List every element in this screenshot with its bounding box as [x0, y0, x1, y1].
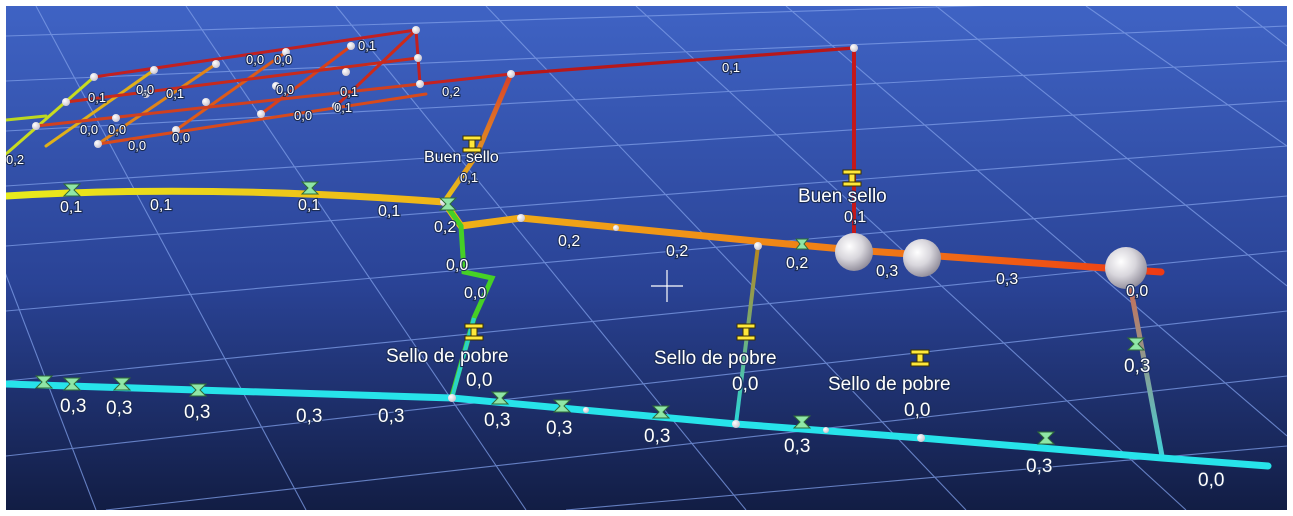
- junction-sphere-icon[interactable]: [903, 239, 941, 277]
- valve-icon[interactable]: [736, 323, 756, 341]
- sprinkler-head-icon[interactable]: [188, 383, 208, 397]
- pipe-value-label: 0,0: [1126, 283, 1148, 300]
- pipe-value-label: 0,3: [1026, 456, 1052, 477]
- pipe-value-label: 0,1: [844, 209, 866, 226]
- sprinkler-heads[interactable]: [34, 181, 1146, 445]
- poor-seal-label: Sello de pobre: [386, 346, 509, 367]
- sprinkler-head-icon[interactable]: [794, 238, 810, 250]
- junction-sphere-icon[interactable]: [1105, 247, 1147, 289]
- poor-seal-label: Sello de pobre: [654, 348, 777, 369]
- sprinkler-head-icon[interactable]: [112, 377, 132, 391]
- pipe-value-label: 0,0: [464, 285, 486, 302]
- pipe-value-label: 0,0: [80, 122, 98, 137]
- seal-valves[interactable]: [462, 135, 930, 367]
- pipe-value-label: 0,1: [60, 199, 82, 216]
- pipe-value-label: 0,3: [546, 418, 572, 439]
- valve-icon[interactable]: [842, 169, 862, 187]
- pipe-value-label: 0,0: [446, 257, 468, 274]
- pipe-value-label: 0,2: [558, 233, 580, 250]
- pipe-value-label: 0,0: [1198, 470, 1224, 491]
- pipe-value-label: 0,1: [340, 84, 358, 99]
- pipe-value-label: 0,0: [466, 370, 492, 391]
- pipe-value-label: 0,0: [246, 52, 264, 67]
- pipe-value-label: 0,2: [434, 219, 456, 236]
- sprinkler-head-icon[interactable]: [651, 405, 671, 419]
- pipe-value-label: 0,2: [6, 152, 24, 167]
- riser-drop-4: [1125, 273, 1165, 457]
- valve-icon[interactable]: [462, 135, 482, 153]
- pipe-value-label: 0,1: [460, 170, 478, 185]
- pipe-value-label: 0,3: [876, 263, 898, 280]
- valve-icon[interactable]: [464, 323, 484, 341]
- pipe-value-label: 0,3: [1124, 356, 1150, 377]
- sprinkler-head-icon[interactable]: [300, 181, 320, 195]
- sprinkler-head-icon[interactable]: [438, 197, 458, 211]
- pipe-value-label: 0,3: [296, 406, 322, 427]
- pipe-value-label: 0,0: [732, 374, 758, 395]
- pipe-value-label: 0,3: [60, 396, 86, 417]
- pipe-value-label: 0,1: [150, 197, 172, 214]
- 3d-pipe-network-view[interactable]: 0,1 0,0 0,0 0,1 0,1 0,1 0,0 0,0 0,0 0,0 …: [6, 6, 1287, 510]
- sprinkler-head-icon[interactable]: [552, 399, 572, 413]
- pipe-value-label: 0,2: [786, 255, 808, 272]
- pipe-value-label: 0,1: [298, 197, 320, 214]
- riser-pipe-upper: [441, 71, 514, 205]
- pipe-value-label: 0,0: [904, 400, 930, 421]
- pipe-value-label: 0,3: [784, 436, 810, 457]
- good-seal-label: Buen sello: [424, 149, 499, 166]
- sprinkler-head-icon[interactable]: [62, 183, 82, 197]
- pipe-value-label: 0,2: [666, 243, 688, 260]
- pipe-nodes: [32, 26, 925, 442]
- scene-background: [6, 6, 1287, 510]
- teal-drop-pipe: [450, 317, 476, 399]
- pipe-value-label: 0,0: [136, 82, 154, 97]
- sprinkler-head-icon[interactable]: [490, 391, 510, 405]
- junction-sphere-icon[interactable]: [835, 233, 873, 271]
- valve-icon[interactable]: [910, 349, 930, 367]
- pipe-value-label: 0,0: [274, 52, 292, 67]
- ladder-grid-pipes: [6, 28, 856, 246]
- sprinkler-head-icon[interactable]: [792, 415, 812, 429]
- pipe-value-label: 0,0: [172, 130, 190, 145]
- pipe-value-label: 0,0: [108, 122, 126, 137]
- pipe-value-label: 0,3: [106, 398, 132, 419]
- pipe-value-label: 0,1: [334, 100, 352, 115]
- pipe-value-label: 0,3: [996, 271, 1018, 288]
- pipe-value-label: 0,1: [166, 86, 184, 101]
- pipe-value-label: 0,0: [128, 138, 146, 153]
- pipe-value-label: 0,2: [442, 84, 460, 99]
- seal-annotations: Buen sello Buen sello Sello de pobre Sel…: [385, 148, 952, 396]
- cyan-pipe-labels: 0,3 0,3 0,3 0,3 0,3 0,3 0,3 0,3 0,3 0,3 …: [59, 355, 1226, 492]
- junction-spheres[interactable]: [835, 233, 1147, 289]
- good-seal-label: Buen sello: [798, 186, 887, 207]
- sprinkler-head-icon[interactable]: [62, 377, 82, 391]
- poor-seal-label: Sello de pobre: [828, 374, 951, 395]
- scene-canvas[interactable]: 0,1 0,0 0,0 0,1 0,1 0,1 0,0 0,0 0,0 0,0 …: [6, 6, 1287, 510]
- pipe-value-label: 0,1: [378, 203, 400, 220]
- sprinkler-head-icon[interactable]: [1126, 337, 1146, 351]
- main-pipe-labels: 0,1 0,1 0,1 0,1 0,2 0,1 0,0 0,0 0,1 0,2 …: [59, 169, 1150, 303]
- ladder-grid-labels: 0,1 0,0 0,0 0,1 0,1 0,1 0,0 0,0 0,0 0,0 …: [6, 37, 741, 168]
- sprinkler-head-icon[interactable]: [1036, 431, 1056, 445]
- pipe-value-label: 0,3: [644, 426, 670, 447]
- pipe-value-label: 0,3: [484, 410, 510, 431]
- pipe-value-label: 0,3: [378, 406, 404, 427]
- pipe-value-label: 0,3: [184, 402, 210, 423]
- pipe-value-label: 0,1: [358, 38, 376, 53]
- pipe-value-label: 0,0: [294, 108, 312, 123]
- pipe-value-label: 0,0: [276, 82, 294, 97]
- pipe-value-label: 0,1: [88, 90, 106, 105]
- sprinkler-head-icon[interactable]: [34, 375, 54, 389]
- crosshair-cursor-icon: [651, 270, 683, 302]
- pipe-value-label: 0,1: [722, 60, 740, 75]
